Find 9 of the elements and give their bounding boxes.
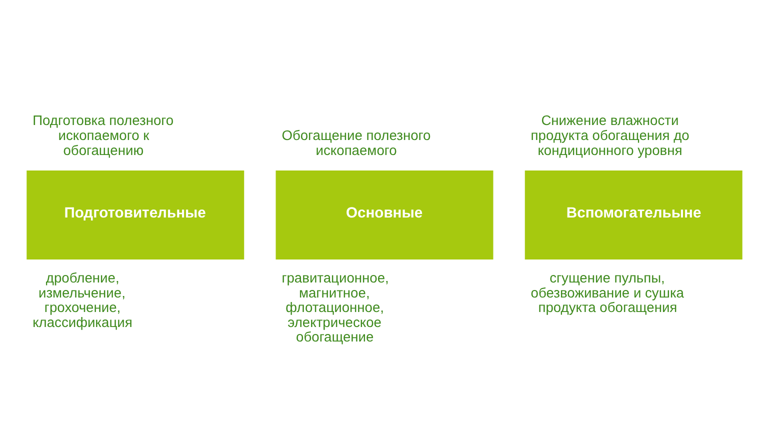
node-label: сгущение пульпы, обезвоживание и сушка продукта обогащения xyxy=(530,268,684,315)
node-label: гравитационное, магнитное, флотационное, электрическое обогащение xyxy=(282,268,389,344)
node-box: Основные xyxy=(276,170,494,259)
node-label: Обогащение полезного ископаемого xyxy=(282,126,431,158)
node-box: Вспомогательыне xyxy=(524,170,742,259)
node-label: дробление, измельчение, грохочение, классификация xyxy=(32,268,132,330)
node-label: Подготовка полезного ископаемого к обогащению xyxy=(32,112,174,158)
node-box: Подготовительные xyxy=(26,170,244,259)
node-label: Снижение влажности продукта обогащения до кондиционного уровня xyxy=(530,112,690,158)
